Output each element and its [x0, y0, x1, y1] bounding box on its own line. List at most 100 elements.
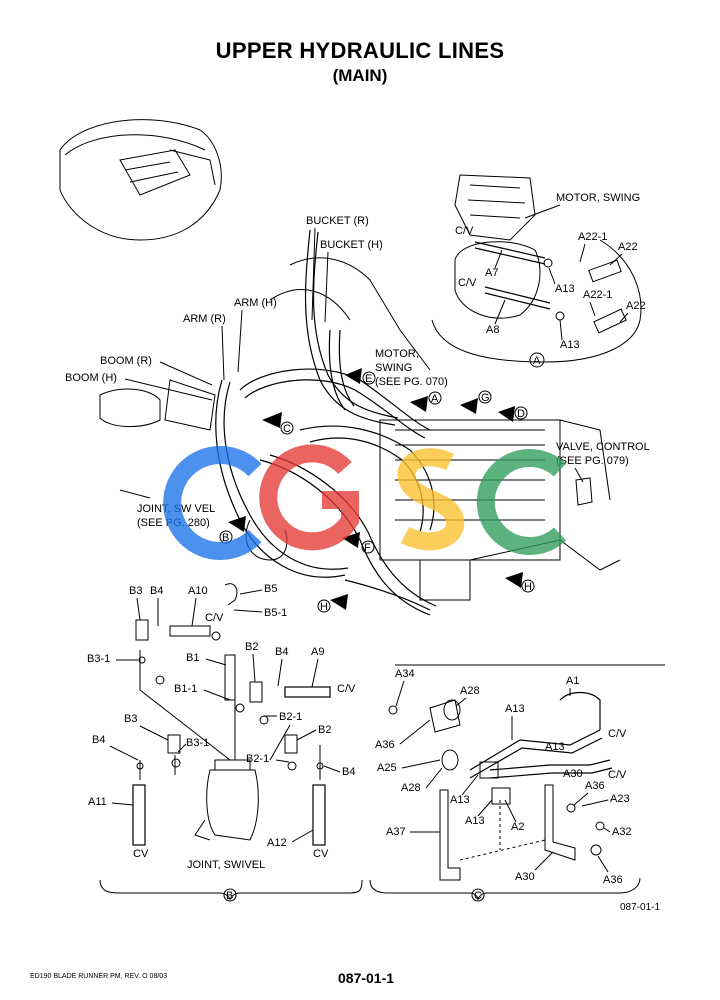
label-arm-h: ARM (H): [234, 297, 277, 309]
label-cv-c-2: C/V: [608, 769, 627, 781]
detail-a-labels: MOTOR, SWING C/V A22-1 A22 A7 A13 C/V A2…: [455, 192, 646, 367]
label-a13-c-top: A13: [505, 703, 525, 715]
label-arm-r: ARM (R): [183, 313, 226, 325]
main-assembly: [99, 229, 621, 616]
label-cv-a-1: C/V: [455, 225, 474, 237]
label-a36-top: A36: [375, 739, 395, 751]
label-a30-bottom: A30: [515, 871, 535, 883]
detail-c-view: [369, 664, 665, 901]
label-a22-1-bottom: A22-1: [583, 289, 612, 301]
arrow-h-left-icon: [330, 594, 348, 610]
label-b3-mid: B3: [124, 713, 137, 725]
callout-d: D: [517, 408, 525, 420]
label-b5-1: B5-1: [264, 607, 287, 619]
label-cv-left: CV: [133, 848, 149, 860]
label-a9: A9: [311, 646, 324, 658]
label-a12: A12: [267, 837, 287, 849]
label-b1-1: B1-1: [174, 683, 197, 695]
arrow-f-icon: [342, 532, 360, 548]
label-b1: B1: [186, 652, 199, 664]
label-cv-a-2: C/V: [458, 277, 477, 289]
label-motor-swing-3: (SEE PG. 070): [375, 376, 448, 388]
watermark-letter-c-green: [476, 449, 567, 555]
footer-left: ED190 BLADE RUNNER PM, REV. O 08/03: [30, 973, 167, 980]
callout-h-right: H: [524, 581, 532, 593]
label-bucket-h: BUCKET (H): [320, 239, 383, 251]
label-detail-a-tag: A: [533, 355, 541, 367]
label-a34: A34: [395, 668, 415, 680]
label-a22-1-top: A22-1: [578, 231, 607, 243]
label-b3-top: B3: [129, 585, 142, 597]
label-a1: A1: [566, 675, 579, 687]
callout-f: F: [364, 542, 371, 554]
machine-overview-thumbnail: [59, 119, 222, 241]
page-title: UPPER HYDRAULIC LINES: [215, 38, 505, 63]
label-detail-c-tag: C: [474, 890, 482, 902]
label-boom-r: BOOM (R): [100, 355, 152, 367]
label-a2: A2: [511, 821, 524, 833]
callout-h-left: H: [320, 601, 328, 613]
callout-g: G: [481, 392, 490, 404]
label-cv-right: CV: [313, 848, 329, 860]
callout-letters: E C A G D B F H H: [219, 371, 535, 613]
callout-a: A: [431, 393, 439, 405]
label-a22-top: A22: [618, 241, 638, 253]
label-a13-c-mid: A13: [545, 741, 565, 753]
watermark-letter-s-yellow: [397, 448, 465, 551]
arrow-e-icon: [345, 368, 362, 384]
detail-b-view: [99, 583, 363, 901]
label-a22-bottom: A22: [626, 300, 646, 312]
page-number: 087-01-1: [338, 970, 394, 986]
label-b4-left: B4: [92, 734, 105, 746]
label-motor-swing-top: MOTOR, SWING: [556, 192, 640, 204]
detail-a-view: [431, 174, 642, 368]
label-a7: A7: [485, 267, 498, 279]
label-detail-b-tag: B: [226, 890, 233, 902]
label-a30-top: A30: [563, 768, 583, 780]
watermark-letter-g-red: [259, 444, 359, 551]
label-b2-right: B2: [318, 724, 331, 736]
callout-b: B: [222, 532, 229, 544]
label-a37: A37: [386, 826, 406, 838]
label-b3-1-top: B3-1: [87, 653, 110, 665]
label-valve-control-1: VALVE, CONTROL: [556, 441, 650, 453]
label-b3-1-mid: B3-1: [186, 737, 209, 749]
label-a36-mid: A36: [585, 780, 605, 792]
label-b4-right: B4: [342, 766, 355, 778]
label-a28-top: A28: [460, 685, 480, 697]
label-a11: A11: [88, 796, 107, 808]
label-b2-1-right: B2-1: [246, 753, 269, 765]
label-b2-top: B2: [245, 641, 258, 653]
label-a10: A10: [188, 585, 208, 597]
watermark-letter-c-blue: [163, 446, 262, 560]
callout-arrows: [228, 368, 523, 610]
label-a13-c-left: A13: [450, 794, 470, 806]
label-joint-swivel-bottom: JOINT, SWIVEL: [187, 859, 265, 871]
label-cv-a9: C/V: [337, 683, 356, 695]
label-cv-c-1: C/V: [608, 728, 627, 740]
label-a13-top: A13: [555, 283, 575, 295]
callout-c: C: [283, 423, 291, 435]
label-a23: A23: [610, 793, 630, 805]
arrow-c-icon: [262, 412, 282, 428]
label-a8: A8: [486, 324, 499, 336]
detail-c-labels: A34 A28 A1 A13 C/V A36 A13 A25 C/V A30 A…: [375, 668, 632, 902]
arrow-d-icon: [498, 406, 515, 422]
label-a36-bottom: A36: [603, 874, 623, 886]
label-valve-control-2: (SEE PG. 079): [556, 455, 629, 467]
callout-e: E: [365, 373, 372, 385]
label-b4-mid: B4: [275, 646, 288, 658]
label-a32: A32: [612, 826, 632, 838]
label-bucket-r: BUCKET (R): [306, 215, 369, 227]
label-a13-bottom: A13: [560, 339, 580, 351]
arrow-b-icon: [228, 516, 246, 532]
cgsc-watermark: [163, 444, 567, 560]
label-cv-b-top: C/V: [205, 612, 224, 624]
arrow-h-right-icon: [505, 572, 523, 588]
arrow-a-icon: [410, 396, 428, 412]
arrow-g-icon: [460, 398, 478, 414]
label-a25: A25: [377, 762, 397, 774]
label-b4-top: B4: [150, 585, 163, 597]
